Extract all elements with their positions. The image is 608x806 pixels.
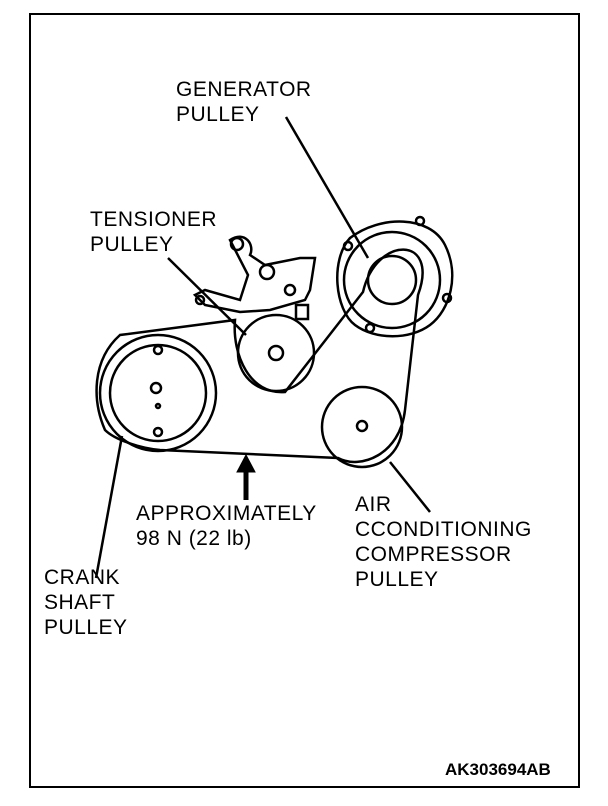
crankshaft-pulley-outer xyxy=(98,333,218,453)
crankshaft-pulley-label: CRANK SHAFT PULLEY xyxy=(44,566,128,639)
generator-housing xyxy=(336,220,454,338)
generator-pulley xyxy=(366,254,418,306)
leader-ac xyxy=(389,461,431,513)
leader-tensioner xyxy=(167,257,247,336)
ac-compressor-pulley xyxy=(320,385,404,469)
drive-belt xyxy=(95,248,424,464)
figure-code: AK303694AB xyxy=(445,760,551,779)
ac-compressor-pulley-label: AIR CCONDITIONING COMPRESSOR PULLEY xyxy=(355,493,532,591)
figure-frame xyxy=(29,13,580,788)
tension-arrow xyxy=(236,453,256,500)
tensioner-pulley xyxy=(236,313,316,393)
generator-pulley-label: GENERATOR PULLEY xyxy=(176,78,312,126)
belt-tension-label: APPROXIMATELY 98 N (22 lb) xyxy=(136,502,317,550)
leader-crankshaft xyxy=(94,435,124,579)
tensioner-pulley-label: TENSIONER PULLEY xyxy=(90,208,218,256)
leader-generator xyxy=(284,116,370,259)
tensioner-bracket xyxy=(192,235,317,314)
